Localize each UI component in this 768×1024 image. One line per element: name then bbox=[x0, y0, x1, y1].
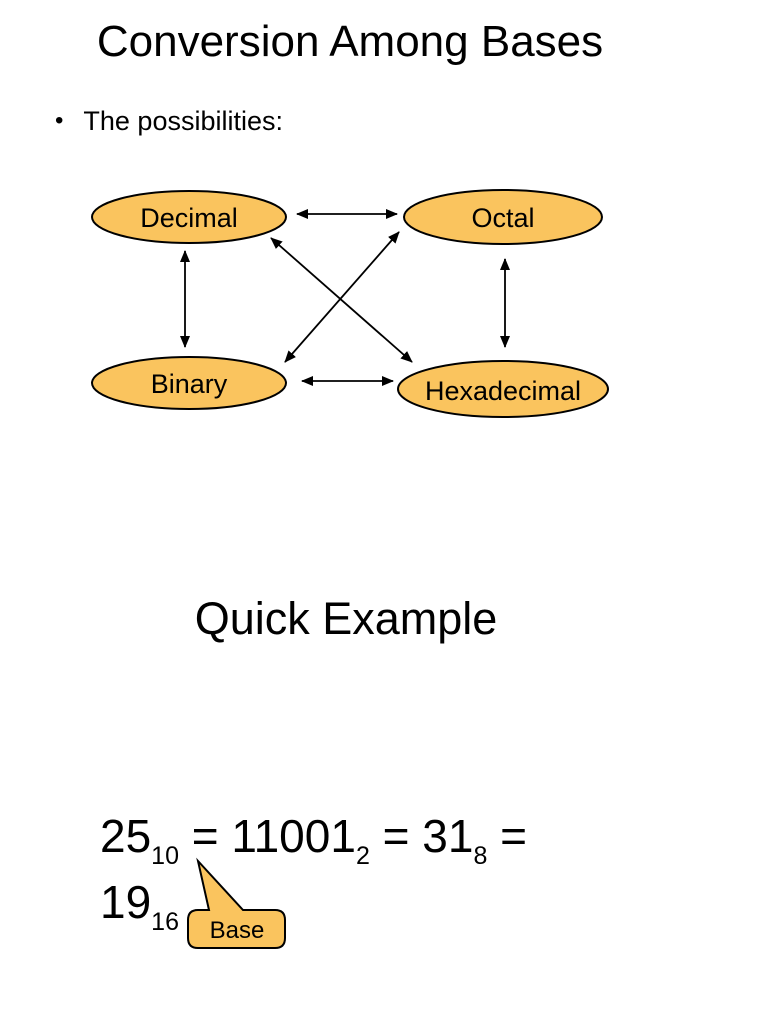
node-hexadecimal bbox=[397, 360, 609, 418]
base-callout-bubble bbox=[187, 857, 286, 949]
node-hexadecimal-label: Hexadecimal bbox=[425, 376, 581, 406]
bullet-line: • The possibilities: bbox=[55, 104, 283, 138]
node-octal bbox=[403, 189, 603, 245]
arrow-decimal-hexadecimal bbox=[270, 237, 413, 363]
node-decimal-label: Decimal bbox=[140, 203, 238, 233]
node-decimal bbox=[91, 190, 287, 244]
node-binary bbox=[91, 356, 287, 410]
arrow-binary-octal bbox=[284, 231, 400, 363]
equals-sign: = bbox=[369, 810, 423, 862]
bullet-icon: • bbox=[55, 107, 64, 134]
bullet-text: The possibilities: bbox=[83, 106, 283, 136]
hex-base-subscript: 16 bbox=[151, 908, 179, 936]
decimal-base-subscript: 10 bbox=[151, 842, 179, 870]
octal-base-subscript: 8 bbox=[473, 842, 488, 870]
binary-value: 11001 bbox=[231, 810, 356, 862]
section-title: Quick Example bbox=[194, 593, 498, 644]
base-callout-label: Base bbox=[210, 917, 265, 944]
binary-base-subscript: 2 bbox=[355, 842, 370, 870]
octal-value: 31 bbox=[422, 810, 474, 862]
hex-value: 19 bbox=[100, 876, 152, 928]
node-octal-label: Octal bbox=[471, 203, 534, 233]
node-binary-label: Binary bbox=[151, 369, 228, 399]
equation-line-1: 2510 = 110012 = 318 = bbox=[100, 803, 600, 869]
equals-sign: = bbox=[487, 810, 528, 862]
conversion-equation: 2510 = 110012 = 318 = 1916 bbox=[100, 803, 600, 935]
page-title: Conversion Among Bases bbox=[96, 17, 604, 66]
equation-line-2: 1916 bbox=[100, 869, 600, 935]
equals-sign: = bbox=[178, 810, 232, 862]
decimal-value: 25 bbox=[100, 810, 152, 862]
